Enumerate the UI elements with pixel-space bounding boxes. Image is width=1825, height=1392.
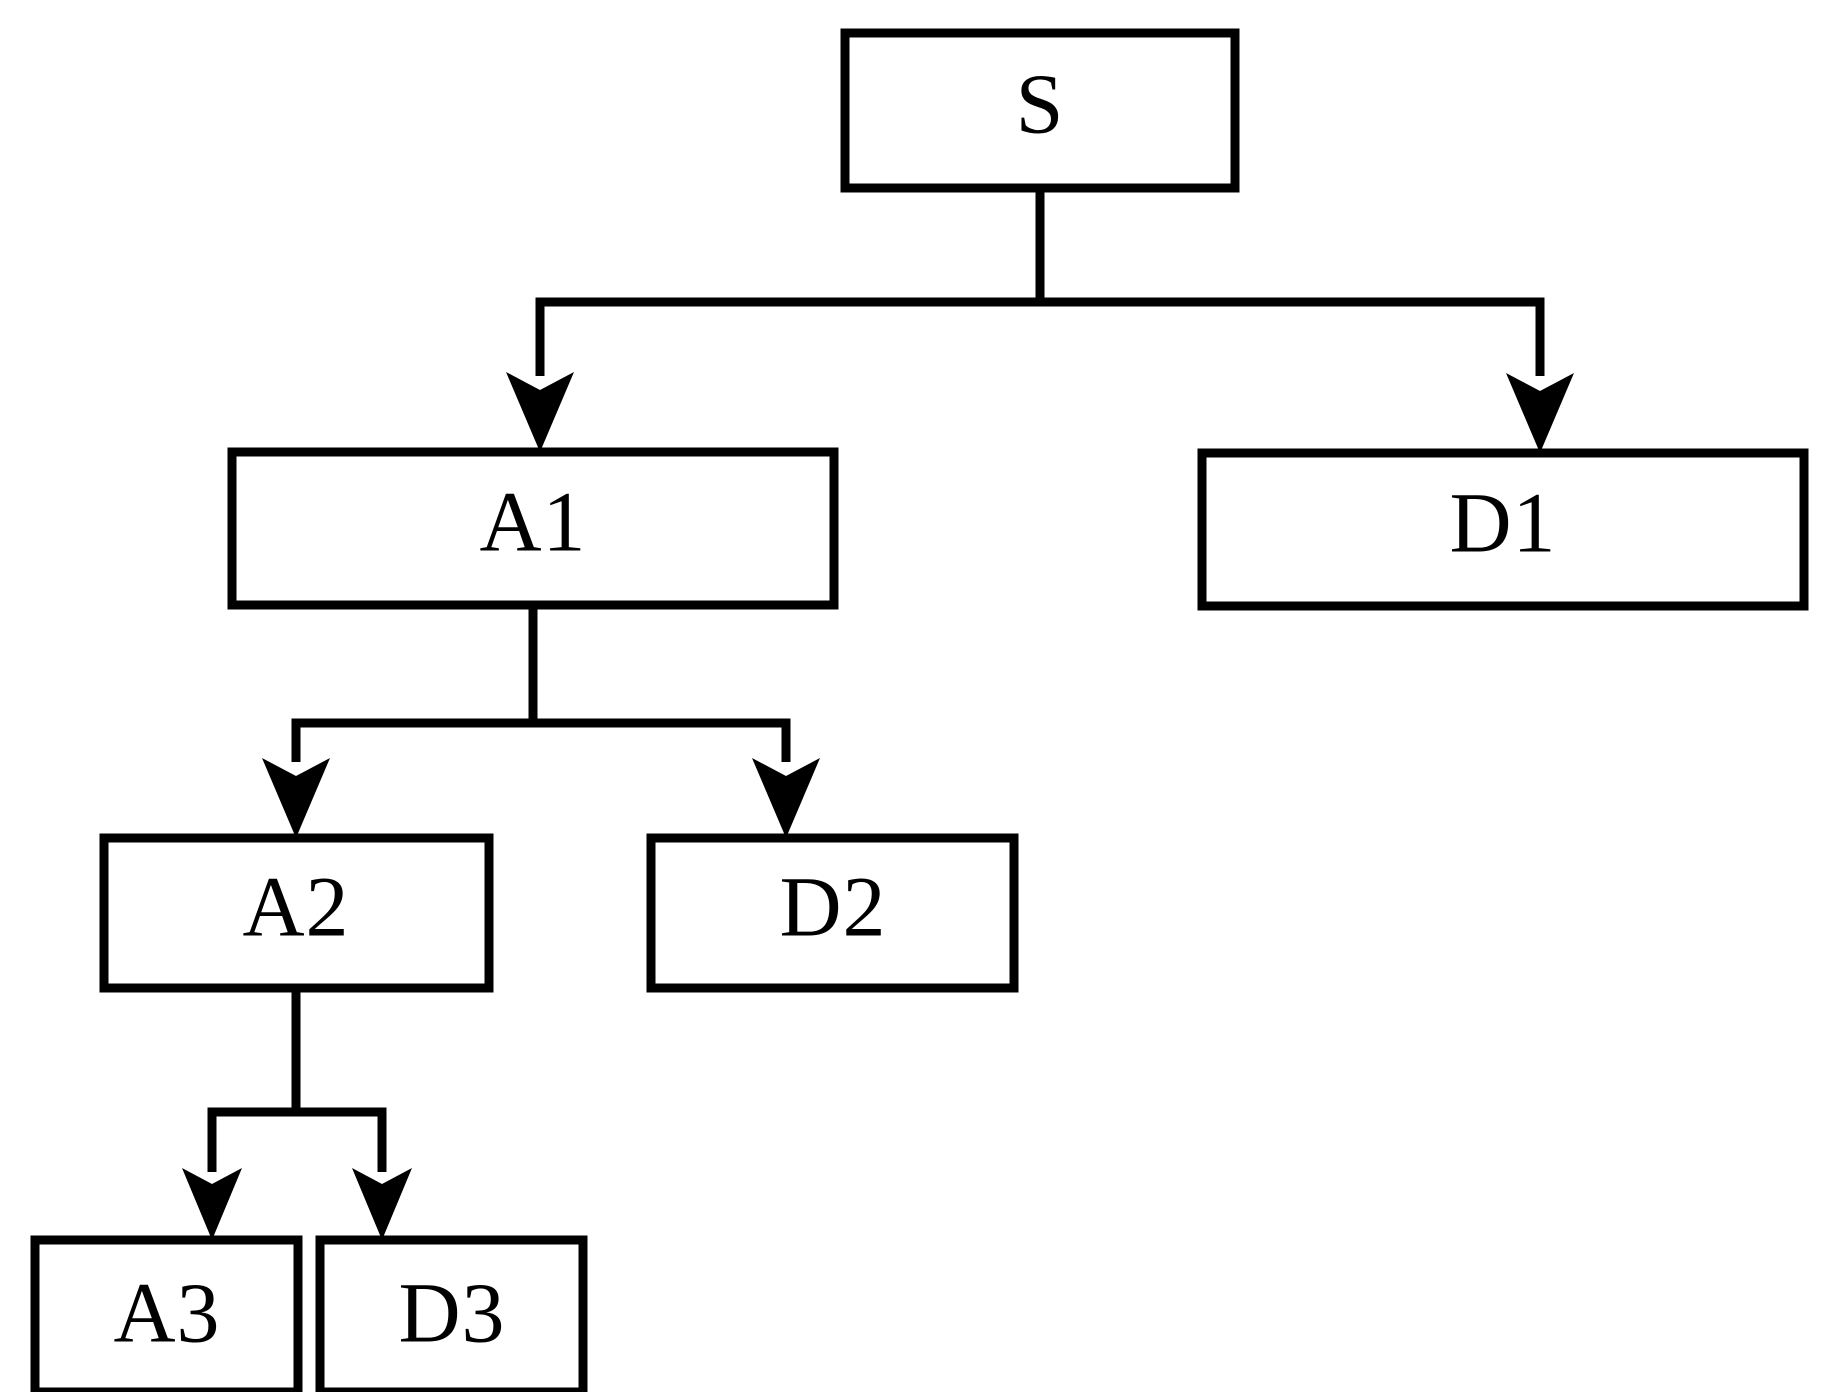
edge-s-to-a1-path	[535, 188, 1045, 376]
edge-group-a1-children	[262, 605, 820, 838]
node-a2-box[interactable]	[99, 833, 494, 993]
node-d3-label: D3	[398, 1265, 505, 1361]
edge-a1-to-d2-path	[533, 718, 791, 762]
node-d2[interactable]: D2	[646, 833, 1019, 993]
edge-a2-to-d3-path	[296, 1107, 387, 1172]
node-a1[interactable]: A1	[227, 447, 839, 610]
node-a2[interactable]: A2	[99, 833, 494, 993]
edge-s-to-d1-path	[1040, 297, 1545, 376]
edge-a2-to-a3-arrowhead	[182, 1168, 242, 1240]
edge-s-to-d1-arrowhead	[1506, 373, 1574, 453]
node-a3[interactable]: A3	[30, 1235, 303, 1392]
node-a3-label: A3	[113, 1265, 220, 1361]
node-a2-label: A2	[242, 859, 349, 955]
node-s[interactable]: S	[840, 28, 1240, 193]
node-d1-box[interactable]	[1197, 448, 1809, 611]
node-d2-label: D2	[779, 859, 886, 955]
node-d3[interactable]: D3	[315, 1235, 588, 1392]
node-a3-box[interactable]	[30, 1235, 303, 1392]
edge-a2-to-a3-path	[207, 988, 301, 1172]
node-a1-box[interactable]	[227, 447, 839, 610]
node-a1-label: A1	[479, 474, 586, 570]
edge-a2-to-d3-arrowhead	[352, 1168, 412, 1240]
edge-group-s-children	[506, 188, 1574, 453]
node-d1-label: D1	[1449, 475, 1556, 571]
edge-group-a2-children	[182, 988, 412, 1240]
node-d1[interactable]: D1	[1197, 448, 1809, 611]
node-s-box[interactable]	[840, 28, 1240, 193]
node-s-label: S	[1016, 56, 1065, 152]
node-d3-box[interactable]	[315, 1235, 588, 1392]
node-d2-box[interactable]	[646, 833, 1019, 993]
edge-s-to-a1-arrowhead	[506, 372, 574, 452]
edge-a1-to-a2-arrowhead	[262, 758, 330, 838]
edge-a1-to-d2-arrowhead	[752, 758, 820, 838]
edge-a1-to-a2-path	[291, 605, 538, 762]
